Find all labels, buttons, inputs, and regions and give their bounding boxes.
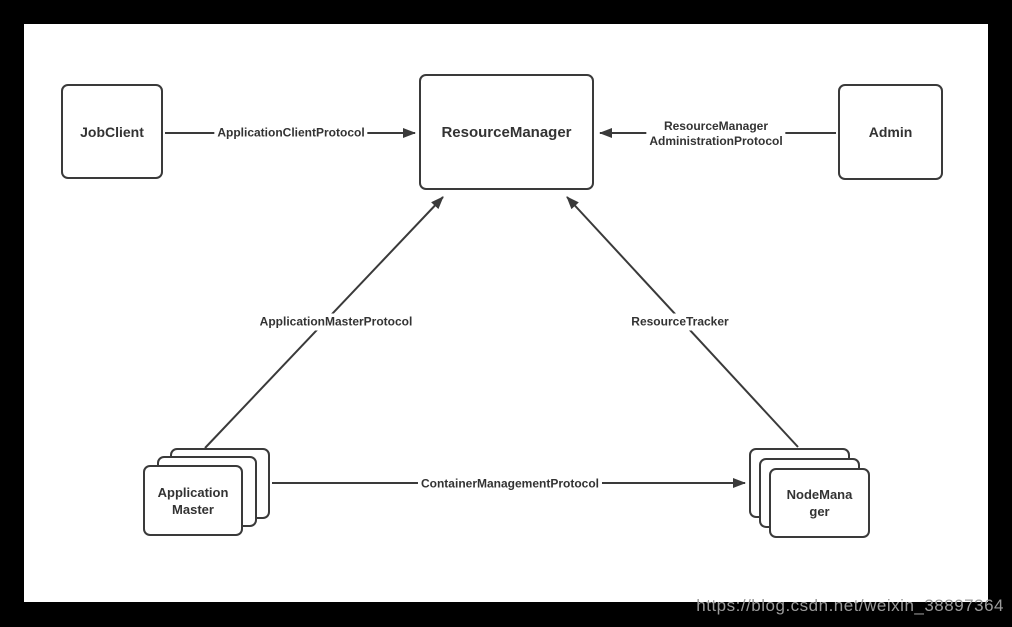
node-resource-manager: ResourceManager bbox=[419, 74, 594, 190]
edge-label-resource-tracker: ResourceTracker bbox=[628, 313, 732, 331]
node-admin: Admin bbox=[838, 84, 943, 180]
watermark-url: https://blog.csdn.net/weixin_38897364 bbox=[696, 596, 1004, 615]
node-job-client: JobClient bbox=[61, 84, 163, 179]
edge-label-container-management-protocol: ContainerManagementProtocol bbox=[417, 475, 603, 493]
edge-label-rm-administration-protocol: ResourceManager AdministrationProtocol bbox=[646, 118, 786, 150]
edge-label-application-master-protocol: ApplicationMasterProtocol bbox=[256, 313, 416, 331]
node-node-manager: NodeMana ger bbox=[769, 468, 870, 538]
node-resource-manager-label: ResourceManager bbox=[441, 123, 572, 141]
node-application-master-label: Application Master bbox=[157, 484, 229, 517]
node-admin-label: Admin bbox=[868, 124, 913, 140]
node-node-manager-label: NodeMana ger bbox=[786, 487, 853, 519]
node-application-master: Application Master bbox=[143, 465, 243, 536]
edge-label-application-client-protocol: ApplicationClientProtocol bbox=[214, 124, 368, 142]
node-job-client-label: JobClient bbox=[80, 123, 144, 140]
